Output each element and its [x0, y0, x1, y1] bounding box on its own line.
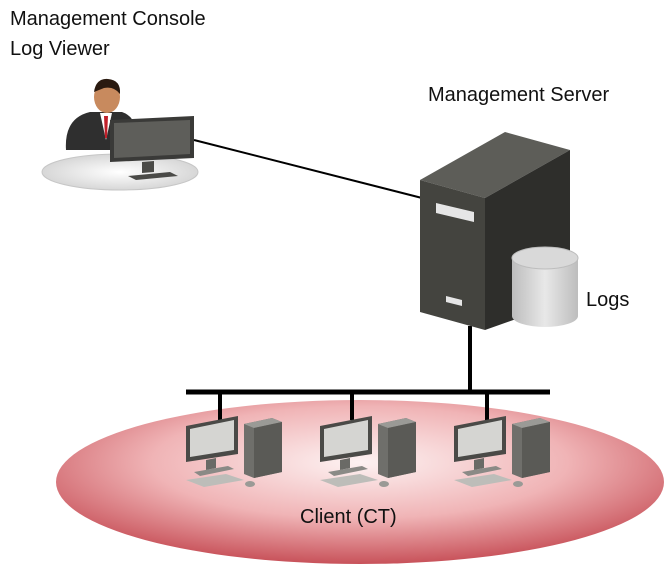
- person-at-computer-icon: [41, 78, 199, 191]
- console-label-line2: Log Viewer: [10, 38, 110, 60]
- server-label: Management Server: [428, 84, 610, 106]
- console-label-line1: Management Console: [10, 8, 206, 30]
- logs-label: Logs: [586, 289, 630, 311]
- console-server-link: [193, 139, 423, 199]
- database-disk-icon: [511, 246, 579, 327]
- client-label: Client (CT): [300, 506, 397, 528]
